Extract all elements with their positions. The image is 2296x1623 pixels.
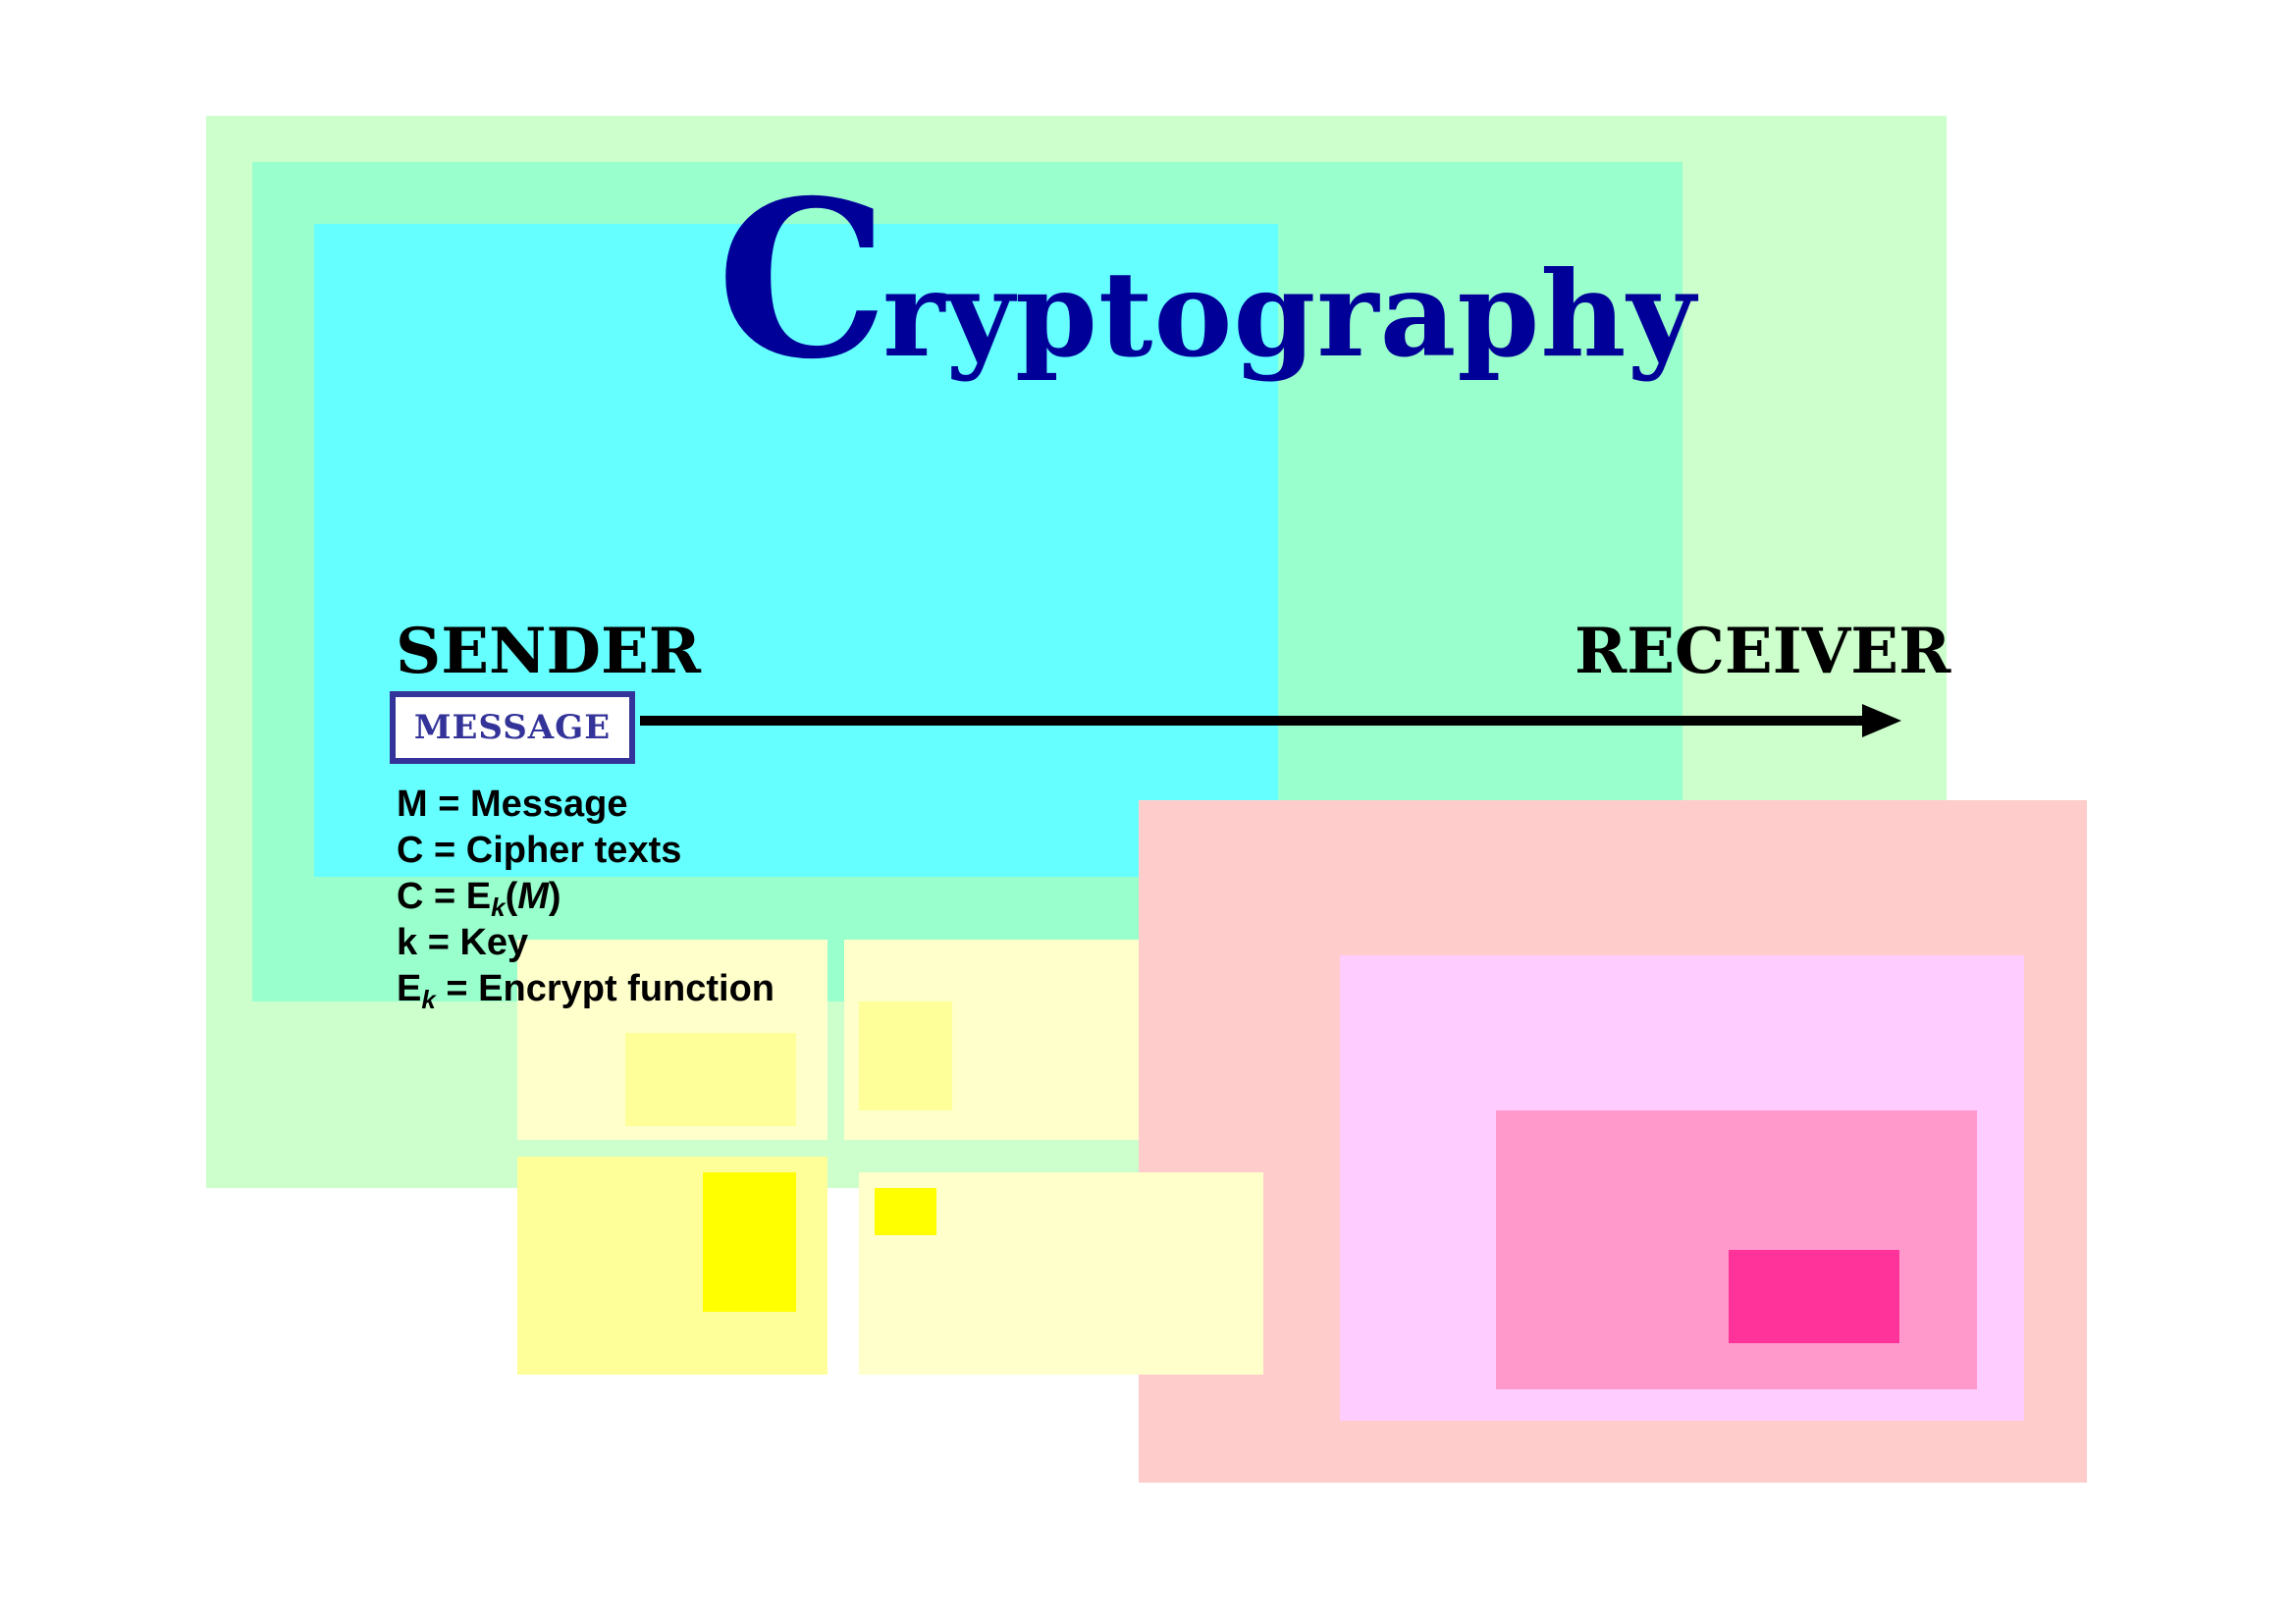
diagram-title: Cryptography — [717, 172, 1696, 388]
receiver-label: RECEIVER — [1575, 615, 1951, 688]
bg-hot-pink-panel — [1729, 1250, 1899, 1343]
message-box-label: MESSAGE — [413, 708, 612, 747]
legend-line-ciphertext: C = Cipher texts — [397, 830, 682, 871]
title-rest: ryptography — [882, 245, 1697, 384]
formula-open-paren: ( — [505, 876, 518, 917]
legend-line-encrypt-function: Ek = Encrypt function — [397, 966, 774, 1012]
formula-subscript: k — [491, 893, 506, 922]
formula-argument: M — [517, 876, 549, 917]
bg-cyan-panel — [314, 224, 1278, 877]
legend-line-key: k = Key — [397, 922, 529, 963]
legend-line-encryption-formula: C = Ek(M) — [397, 874, 774, 920]
title-initial: C — [717, 152, 888, 406]
function-subscript: k — [421, 985, 436, 1014]
bg-yellow-inset-1 — [625, 1033, 796, 1126]
bg-bright-yellow-inset-4 — [875, 1188, 936, 1235]
arrow-head — [1862, 704, 1901, 737]
formula-close-paren: ) — [548, 876, 561, 917]
message-box: MESSAGE — [390, 691, 635, 764]
function-symbol: E — [397, 968, 422, 1009]
legend-line-message: M = Message — [397, 784, 628, 825]
bg-yellow-inset-2 — [859, 1001, 952, 1110]
transmission-arrow — [640, 704, 1901, 737]
definitions-legend: M = Message C = Cipher texts C = Ek(M) k… — [397, 782, 774, 1012]
function-definition: = Encrypt function — [435, 968, 775, 1009]
sender-label: SENDER — [396, 615, 701, 688]
formula-lhs: C = E — [397, 876, 492, 917]
bg-bright-yellow-inset-3 — [703, 1172, 796, 1312]
